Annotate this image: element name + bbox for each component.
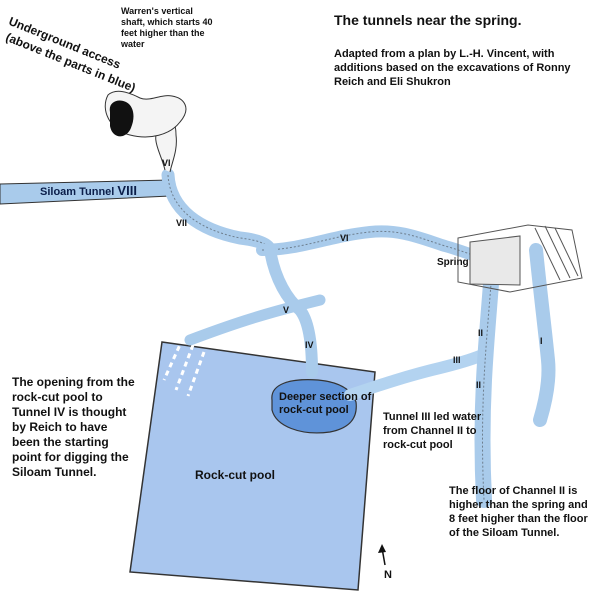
spring-structure [457,224,583,293]
north-label: N [384,569,392,581]
tunnel-iii-note: Tunnel III led water from Channel II to … [383,411,482,451]
north-arrow [378,544,386,566]
pool-dashes [162,337,206,397]
tunnel-number-vii: VII [176,218,188,228]
siloam-tunnel-label: Siloam Tunnel VIII [40,183,137,198]
map-subtitle: Adapted from a plan by L.-H. Vincent, wi… [334,48,571,88]
tunnel-number-iii: III [453,355,461,365]
spring-label: Spring [437,257,469,268]
floor-note: The floor of Channel II is higher than t… [449,485,588,539]
tunnel-number-iv: IV [305,340,314,350]
tunnel-number-ii-lower: II [476,380,482,390]
map-title: The tunnels near the spring. [334,12,522,28]
deeper-section-label: Deeper section of rock-cut pool [279,391,372,416]
tunnel-v [184,294,326,346]
tunnel-vii [161,168,277,257]
rock-cut-pool-label: Rock-cut pool [195,468,275,482]
tunnel-number-vi: VI [340,233,349,243]
warren-shaft-note: Warren's vertical shaft, which starts 40… [121,6,213,49]
warren-shaft [109,100,134,137]
channel-i [529,243,556,427]
opening-note: The opening from the rock-cut pool to Tu… [12,375,135,479]
tunnel-number-i: I [540,336,543,346]
tunnel-number-vi-top: VI [162,158,171,168]
deeper-section [271,379,357,434]
tunnel-number-v: V [283,305,290,315]
tunnel-iii [344,350,486,401]
rock-cut-pool [129,341,376,591]
tunnel-number-ii-upper: II [478,328,484,338]
channel-ii [474,262,500,508]
